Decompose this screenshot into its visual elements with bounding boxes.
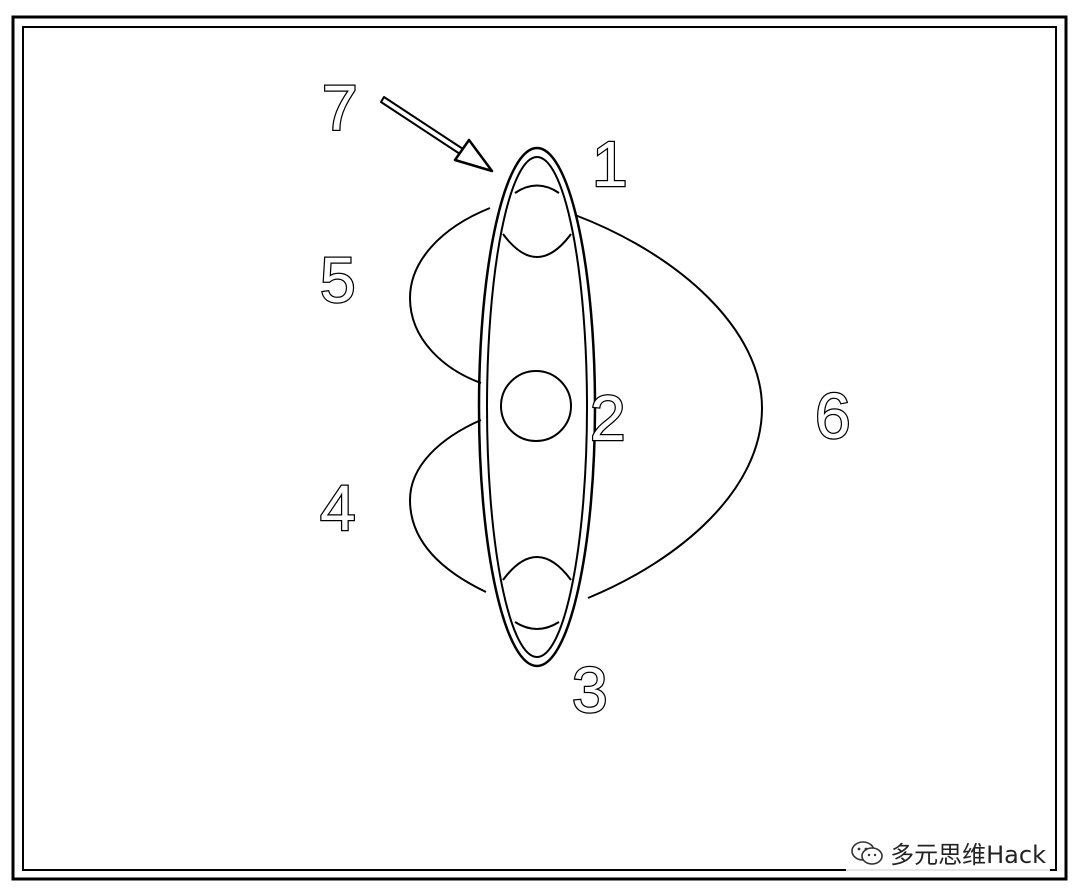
bottom-cap-bowl <box>502 556 572 581</box>
watermark: 多元思维Hack <box>846 833 1050 872</box>
arrow-7-shaft <box>380 96 464 155</box>
top-cap-inner-arc <box>514 184 560 194</box>
watermark-text: 多元思维Hack <box>890 841 1046 869</box>
arrow-7 <box>380 96 494 173</box>
center-circle <box>500 370 572 442</box>
bottom-cap-inner-arc <box>514 621 560 630</box>
label-2: 2 <box>590 382 626 454</box>
upper-left-loop-5 <box>408 207 491 384</box>
inner-frame <box>22 26 1057 871</box>
label-1: 1 <box>592 128 628 200</box>
outer-frame <box>11 15 1068 881</box>
label-3: 3 <box>572 654 608 726</box>
outer-ellipse <box>477 146 597 668</box>
lower-left-loop-4 <box>408 419 487 593</box>
label-7: 7 <box>322 72 358 144</box>
label-6: 6 <box>815 380 851 452</box>
label-5: 5 <box>320 244 356 316</box>
wechat-icon <box>851 840 883 865</box>
label-4: 4 <box>320 472 356 544</box>
arrow-7-head <box>453 138 494 173</box>
right-loop-6 <box>574 214 764 599</box>
top-cap-bowl <box>502 233 572 258</box>
inner-ellipse <box>486 156 588 658</box>
